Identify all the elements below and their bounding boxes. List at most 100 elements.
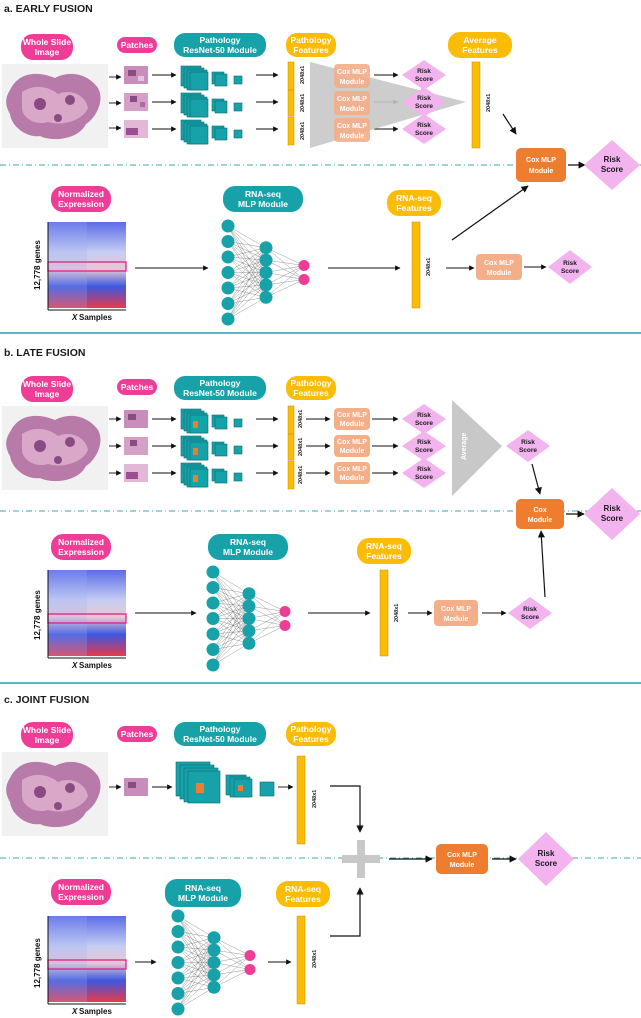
- arrow-risk-to-cox: [531, 463, 542, 495]
- svg-text:Score: Score: [415, 76, 433, 83]
- concat-plus-icon: [342, 840, 380, 878]
- svg-text:Module: Module: [444, 616, 469, 623]
- svg-text:Whole Slide: Whole Slide: [23, 725, 71, 735]
- svg-text:Score: Score: [601, 514, 624, 523]
- svg-text:Score: Score: [415, 130, 433, 137]
- nn-edge: [177, 962, 215, 979]
- nn-node: [221, 281, 235, 295]
- expression-heatmap: 12,778 genes X Samples: [33, 222, 127, 322]
- svg-text:Score: Score: [415, 447, 433, 454]
- wsi-pill: Whole Slide Image: [21, 376, 73, 402]
- svg-text:Cox MLP: Cox MLP: [337, 439, 367, 446]
- svg-text:Score: Score: [535, 859, 558, 868]
- expression-heatmap: 12,778 genes X Samples: [33, 916, 127, 1016]
- svg-text:Risk: Risk: [417, 68, 431, 75]
- svg-text:Patches: Patches: [121, 40, 154, 50]
- path-features-pill: Pathology Features: [286, 376, 336, 400]
- nn-edge: [213, 937, 251, 970]
- nn-node: [171, 956, 185, 969]
- nn-edge: [177, 915, 215, 938]
- samples-axis-label: Samples: [79, 661, 112, 670]
- wsi-image: [2, 64, 108, 148]
- svg-text:Risk: Risk: [521, 439, 535, 446]
- nn-edge: [177, 987, 215, 1010]
- cox-mlp-small: Cox MLP Module Cox MLP Module Cox MLP Mo…: [334, 408, 370, 484]
- feature-column: [287, 61, 295, 146]
- nn-edge: [227, 225, 267, 248]
- nn-node: [206, 565, 220, 579]
- svg-text:2048x1: 2048x1: [312, 790, 318, 808]
- nn-node: [242, 612, 256, 625]
- nn-node: [207, 931, 221, 945]
- svg-text:Patches: Patches: [121, 729, 154, 739]
- nn-output-node: [244, 950, 256, 962]
- svg-text:Cox MLP: Cox MLP: [447, 852, 477, 859]
- wsi-image: [2, 406, 108, 490]
- risk-score: Risk Score: [584, 488, 640, 540]
- nn-output-node: [298, 273, 310, 285]
- nn-edge: [227, 247, 267, 273]
- nn-edge: [227, 272, 267, 286]
- nn-node: [259, 278, 273, 292]
- nn-node: [221, 250, 235, 264]
- rna-mlp-pill: RNA-seq MLP Module: [165, 879, 241, 907]
- wsi-pill: Whole Slide Image: [21, 722, 73, 748]
- nn-edge: [227, 284, 267, 304]
- nn-edge: [213, 949, 251, 970]
- nn-node: [206, 581, 220, 594]
- nn-node: [207, 968, 221, 982]
- avg-feature-column: 2048x1: [471, 61, 492, 149]
- nn-nodes: [221, 219, 310, 326]
- section-title-late: b. LATE FUSION: [4, 347, 85, 359]
- svg-text:Risk: Risk: [417, 466, 431, 473]
- cox-module: Cox Module: [516, 499, 564, 529]
- resnet-pill: Pathology ResNet-50 Module: [174, 376, 266, 400]
- svg-text:Average: Average: [463, 35, 497, 45]
- svg-text:Cox MLP: Cox MLP: [484, 260, 514, 267]
- nn-edge: [248, 605, 286, 626]
- path-feature-column: 2048x1: [296, 755, 318, 845]
- svg-text:Module: Module: [528, 517, 553, 524]
- svg-text:2048x1: 2048x1: [394, 604, 400, 622]
- nn-node: [207, 980, 221, 994]
- nn-node: [206, 643, 220, 656]
- nn-node: [259, 241, 273, 255]
- arrow-rna-to-cox: [451, 185, 529, 241]
- svg-text:Cox: Cox: [533, 507, 546, 514]
- risk-score-small: Risk Score: [508, 597, 552, 629]
- svg-text:2048x1: 2048x1: [300, 122, 306, 140]
- samples-x-label: X: [71, 313, 78, 322]
- risk-score-small: Risk Score Risk Score Risk Score: [402, 404, 446, 488]
- patches-pill: Patches: [117, 379, 157, 395]
- svg-text:Module: Module: [340, 133, 365, 140]
- svg-text:Features: Features: [293, 45, 329, 55]
- svg-text:MLP Module: MLP Module: [238, 199, 288, 209]
- svg-text:Score: Score: [519, 447, 537, 454]
- nn-node: [171, 971, 185, 985]
- patches-pill: Patches: [117, 726, 157, 742]
- nn-edge: [227, 259, 267, 273]
- svg-text:2048x1: 2048x1: [298, 438, 304, 456]
- cnn-stack: [180, 408, 243, 488]
- svg-text:RNA-seq: RNA-seq: [396, 193, 432, 203]
- nn-edge: [248, 611, 286, 632]
- patch-group: [124, 66, 148, 138]
- nn-edge: [212, 618, 250, 666]
- nn-node: [206, 627, 220, 641]
- path-features-pill: Pathology Features: [286, 722, 336, 746]
- samples-axis-label: Samples: [79, 313, 112, 322]
- nn-edge: [212, 630, 250, 666]
- svg-text:Risk: Risk: [538, 849, 555, 858]
- section-title-joint: c. JOINT FUSION: [4, 694, 89, 706]
- nn-edge: [227, 260, 267, 304]
- nn-output-node: [244, 963, 256, 975]
- arrow-risk-to-cox: [537, 530, 546, 598]
- svg-text:Cox MLP: Cox MLP: [441, 606, 471, 613]
- nn-edge: [265, 247, 305, 266]
- svg-text:Score: Score: [521, 614, 539, 621]
- nn-edge: [212, 606, 250, 650]
- nn-edge: [177, 962, 215, 994]
- svg-text:RNA-seq: RNA-seq: [185, 883, 221, 893]
- svg-text:Features: Features: [285, 894, 321, 904]
- nn-output-node: [279, 606, 291, 618]
